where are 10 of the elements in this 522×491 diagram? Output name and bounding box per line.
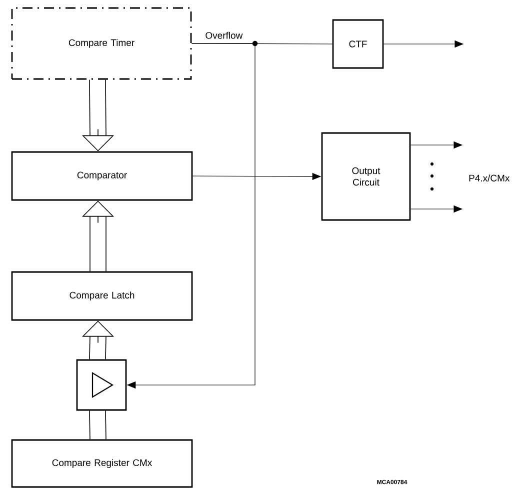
- flag-box: CTF: [332, 19, 384, 69]
- pin-label: P4.x/CMx: [469, 174, 510, 182]
- buffer-box: [76, 359, 127, 411]
- process-box: Comparator: [11, 151, 193, 201]
- process-box: Output Circuit: [321, 132, 411, 221]
- register-box: Compare Register CMx: [11, 439, 193, 488]
- edge-label: Overflow: [206, 32, 243, 39]
- bus-lines: [89, 410, 106, 440]
- timer-box: Compare Timer: [11, 7, 192, 80]
- process-box: Compare Latch: [11, 271, 193, 321]
